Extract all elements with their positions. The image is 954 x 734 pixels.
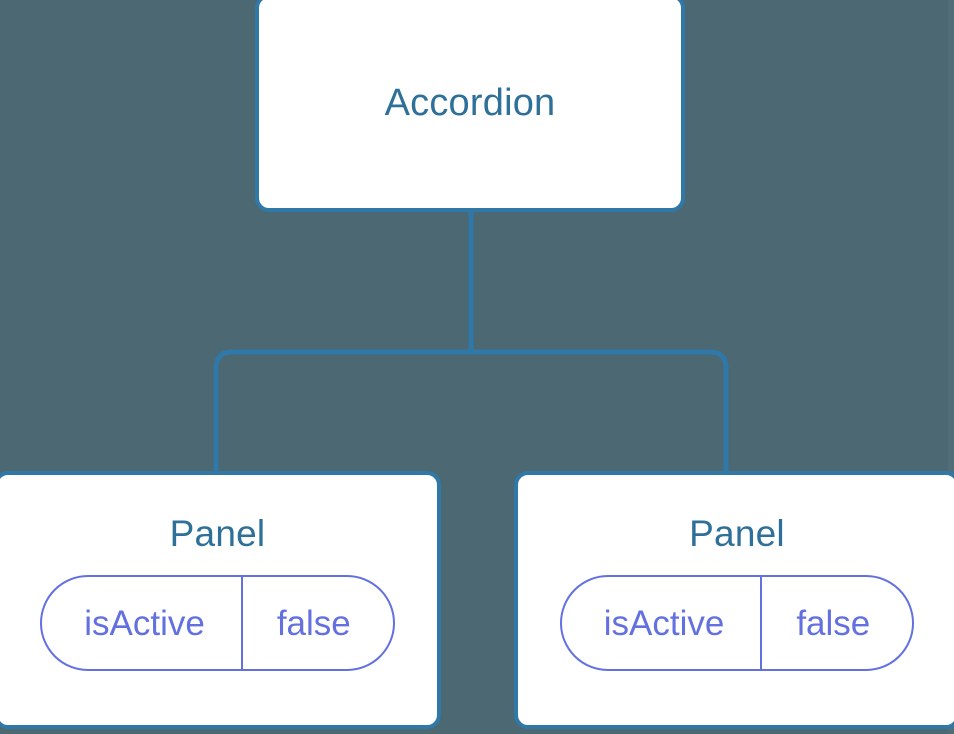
state-pill-panel-right[interactable]: isActive false [559, 575, 915, 671]
node-panel-left-title: Panel [169, 513, 266, 554]
node-accordion-title: Accordion [384, 82, 556, 124]
state-key-label: isActive [562, 577, 763, 669]
node-panel-right-title: Panel [689, 513, 785, 554]
state-pill-panel-left[interactable]: isActive false [40, 575, 395, 671]
right-edge-strip [948, 0, 954, 734]
edge-root-to-panel-left [213, 349, 471, 476]
state-value-label: false [276, 603, 351, 643]
node-accordion[interactable]: Accordion [255, 0, 685, 212]
node-panel-right[interactable]: Panel isActive false [514, 471, 954, 729]
node-panel-left[interactable]: Panel isActive false [0, 471, 441, 729]
state-key-label: isActive [42, 577, 243, 669]
state-value-label: false [796, 603, 871, 643]
edge-root-to-panel-right [471, 349, 729, 476]
